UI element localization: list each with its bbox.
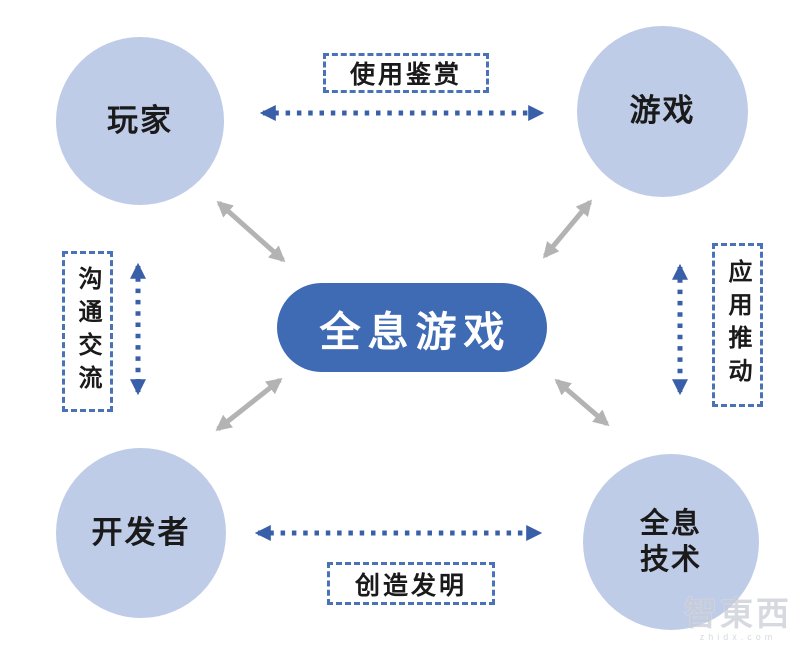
node-holographic-game-label: 全息游戏 [319, 308, 512, 355]
node-holographic-game-center: 全息游戏 [277, 283, 547, 372]
node-developer-label: 开发者 [91, 514, 191, 550]
node-developer: 开发者 [56, 448, 226, 618]
edge-label-communicate-exchange-text: 沟通交流 [74, 265, 101, 398]
node-holographic-technology: 全息技术 [583, 454, 759, 630]
edge-label-create-invent: 创造发明 [327, 562, 495, 605]
gray-arrow-center-to-game [542, 199, 593, 259]
node-game: 游戏 [577, 26, 748, 197]
node-player-label: 玩家 [107, 102, 173, 138]
gray-arrow-center-to-developer [215, 378, 283, 431]
node-game-label: 游戏 [629, 93, 696, 129]
edge-label-apply-promote: 应用推动 [712, 243, 763, 407]
edge-label-communicate-exchange: 沟通交流 [62, 251, 113, 412]
edge-label-use-appreciation-text: 使用鉴赏 [349, 61, 462, 89]
gray-arrow-center-to-holotech [554, 378, 610, 427]
node-player: 玩家 [56, 37, 224, 205]
edge-label-use-appreciation: 使用鉴赏 [323, 53, 489, 93]
edge-label-create-invent-text: 创造发明 [354, 571, 467, 600]
node-holographic-technology-label: 全息技术 [639, 507, 702, 576]
gray-arrow-center-to-player [216, 200, 286, 263]
edge-label-apply-promote-text: 应用推动 [724, 259, 751, 391]
